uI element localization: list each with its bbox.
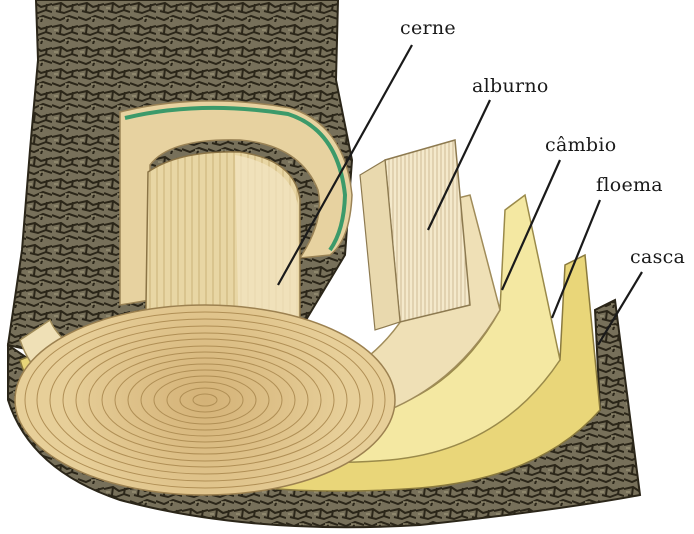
top-ring bbox=[119, 100, 353, 306]
leader-line-alburno bbox=[427, 99, 491, 231]
leader-line-floema bbox=[550, 199, 602, 319]
growth-rings bbox=[24, 311, 386, 489]
label-floema: floema bbox=[596, 174, 663, 196]
label-casca: casca bbox=[630, 246, 685, 268]
sapwood-block-side bbox=[359, 158, 401, 331]
label-alburno: alburno bbox=[472, 75, 549, 97]
growth-rings-base bbox=[14, 304, 396, 496]
label-cambio: câmbio bbox=[545, 134, 616, 156]
leader-lines bbox=[277, 44, 643, 346]
cambium-ring-line bbox=[124, 105, 348, 252]
leader-line-cerne bbox=[277, 44, 413, 286]
label-cerne: cerne bbox=[400, 17, 456, 39]
leader-line-casca bbox=[597, 271, 643, 346]
leader-line-cambio bbox=[500, 159, 562, 291]
